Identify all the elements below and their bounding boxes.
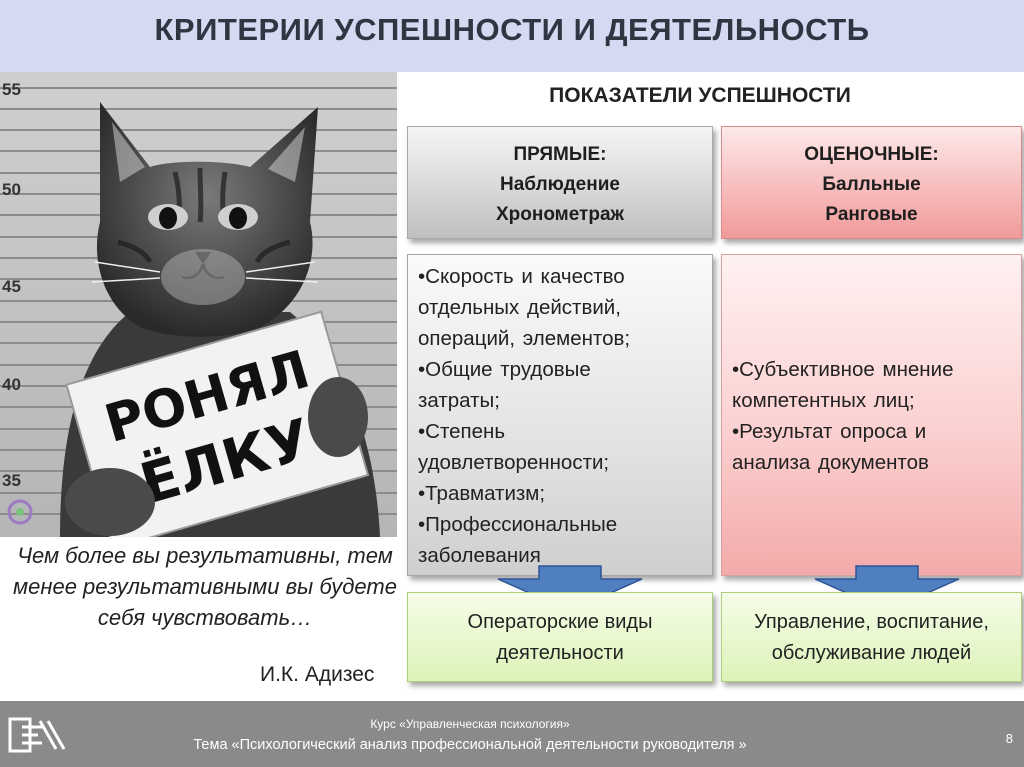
- evaluative-method-2: Ранговые: [825, 204, 918, 225]
- direct-criteria-list: •Скорость и качество отдельных действий,…: [407, 254, 713, 576]
- watermark-logo-icon: [7, 499, 33, 525]
- evaluative-method-1: Балльные: [822, 174, 921, 195]
- adizes-quote: Чем более вы результативны, тем менее ре…: [13, 543, 397, 630]
- direct-label: ПРЯМЫЕ:: [513, 144, 607, 165]
- list-item: затраты;: [418, 389, 500, 412]
- list-item: компетентных лиц;: [732, 389, 915, 412]
- management-activity-box: Управление, воспитание, обслуживание люд…: [721, 592, 1022, 682]
- result-line: обслуживание людей: [771, 642, 972, 664]
- height-mark-50: 50: [2, 180, 21, 199]
- list-item: операций, элементов;: [418, 327, 631, 350]
- list-item: •Профессиональные: [418, 513, 618, 536]
- indicators-heading: ПОКАЗАТЕЛИ УСПЕШНОСТИ: [549, 84, 851, 107]
- direct-indicators-box: ПРЯМЫЕ: Наблюдение Хронометраж: [407, 126, 713, 239]
- course-name: Курс «Управленческая психология»: [370, 717, 570, 731]
- height-mark-35: 35: [2, 471, 21, 490]
- topic-name: Тема «Психологический анализ профессиона…: [193, 737, 747, 753]
- slide-title: КРИТЕРИИ УСПЕШНОСТИ И ДЕЯТЕЛЬНОСТЬ: [154, 12, 870, 47]
- result-line: деятельности: [496, 642, 624, 664]
- slide-footer: Курс «Управленческая психология» Тема «П…: [0, 701, 1024, 767]
- cat-mugshot-photo: 55 50 45 40 35: [0, 72, 397, 537]
- list-item: •Результат опроса и: [732, 420, 927, 443]
- height-mark-45: 45: [2, 277, 21, 296]
- list-item: •Скорость и качество: [418, 265, 625, 288]
- list-item: •Субъективное мнение: [732, 358, 954, 381]
- page-number: 8: [1005, 731, 1013, 746]
- list-item: анализа документов: [732, 451, 929, 474]
- evaluative-indicators-box: ОЦЕНОЧНЫЕ: Балльные Ранговые: [721, 126, 1022, 239]
- list-item: •Общие трудовые: [418, 358, 591, 381]
- list-item: заболевания: [418, 544, 541, 567]
- title-bar: КРИТЕРИИ УСПЕШНОСТИ И ДЕЯТЕЛЬНОСТЬ: [0, 0, 1024, 72]
- list-item: отдельных действий,: [418, 296, 621, 319]
- direct-method-1: Наблюдение: [500, 174, 620, 195]
- quote-author: И.К. Адизес: [260, 663, 375, 686]
- operator-activity-box: Операторские виды деятельности: [407, 592, 713, 682]
- result-line: Управление, воспитание,: [754, 611, 989, 633]
- cat-mugshot-illustration: 55 50 45 40 35: [0, 72, 397, 537]
- evaluative-label: ОЦЕНОЧНЫЕ:: [804, 144, 939, 165]
- height-mark-40: 40: [2, 375, 21, 394]
- height-mark-55: 55: [2, 80, 21, 99]
- evaluative-criteria-list: •Субъективное мнение компетентных лиц; •…: [721, 254, 1022, 576]
- result-line: Операторские виды: [467, 611, 653, 633]
- list-item: •Степень: [418, 420, 506, 443]
- list-item: удовлетворенности;: [418, 451, 610, 474]
- course-logo-icon: [8, 717, 66, 753]
- direct-method-2: Хронометраж: [495, 204, 625, 225]
- list-item: •Травматизм;: [418, 482, 546, 505]
